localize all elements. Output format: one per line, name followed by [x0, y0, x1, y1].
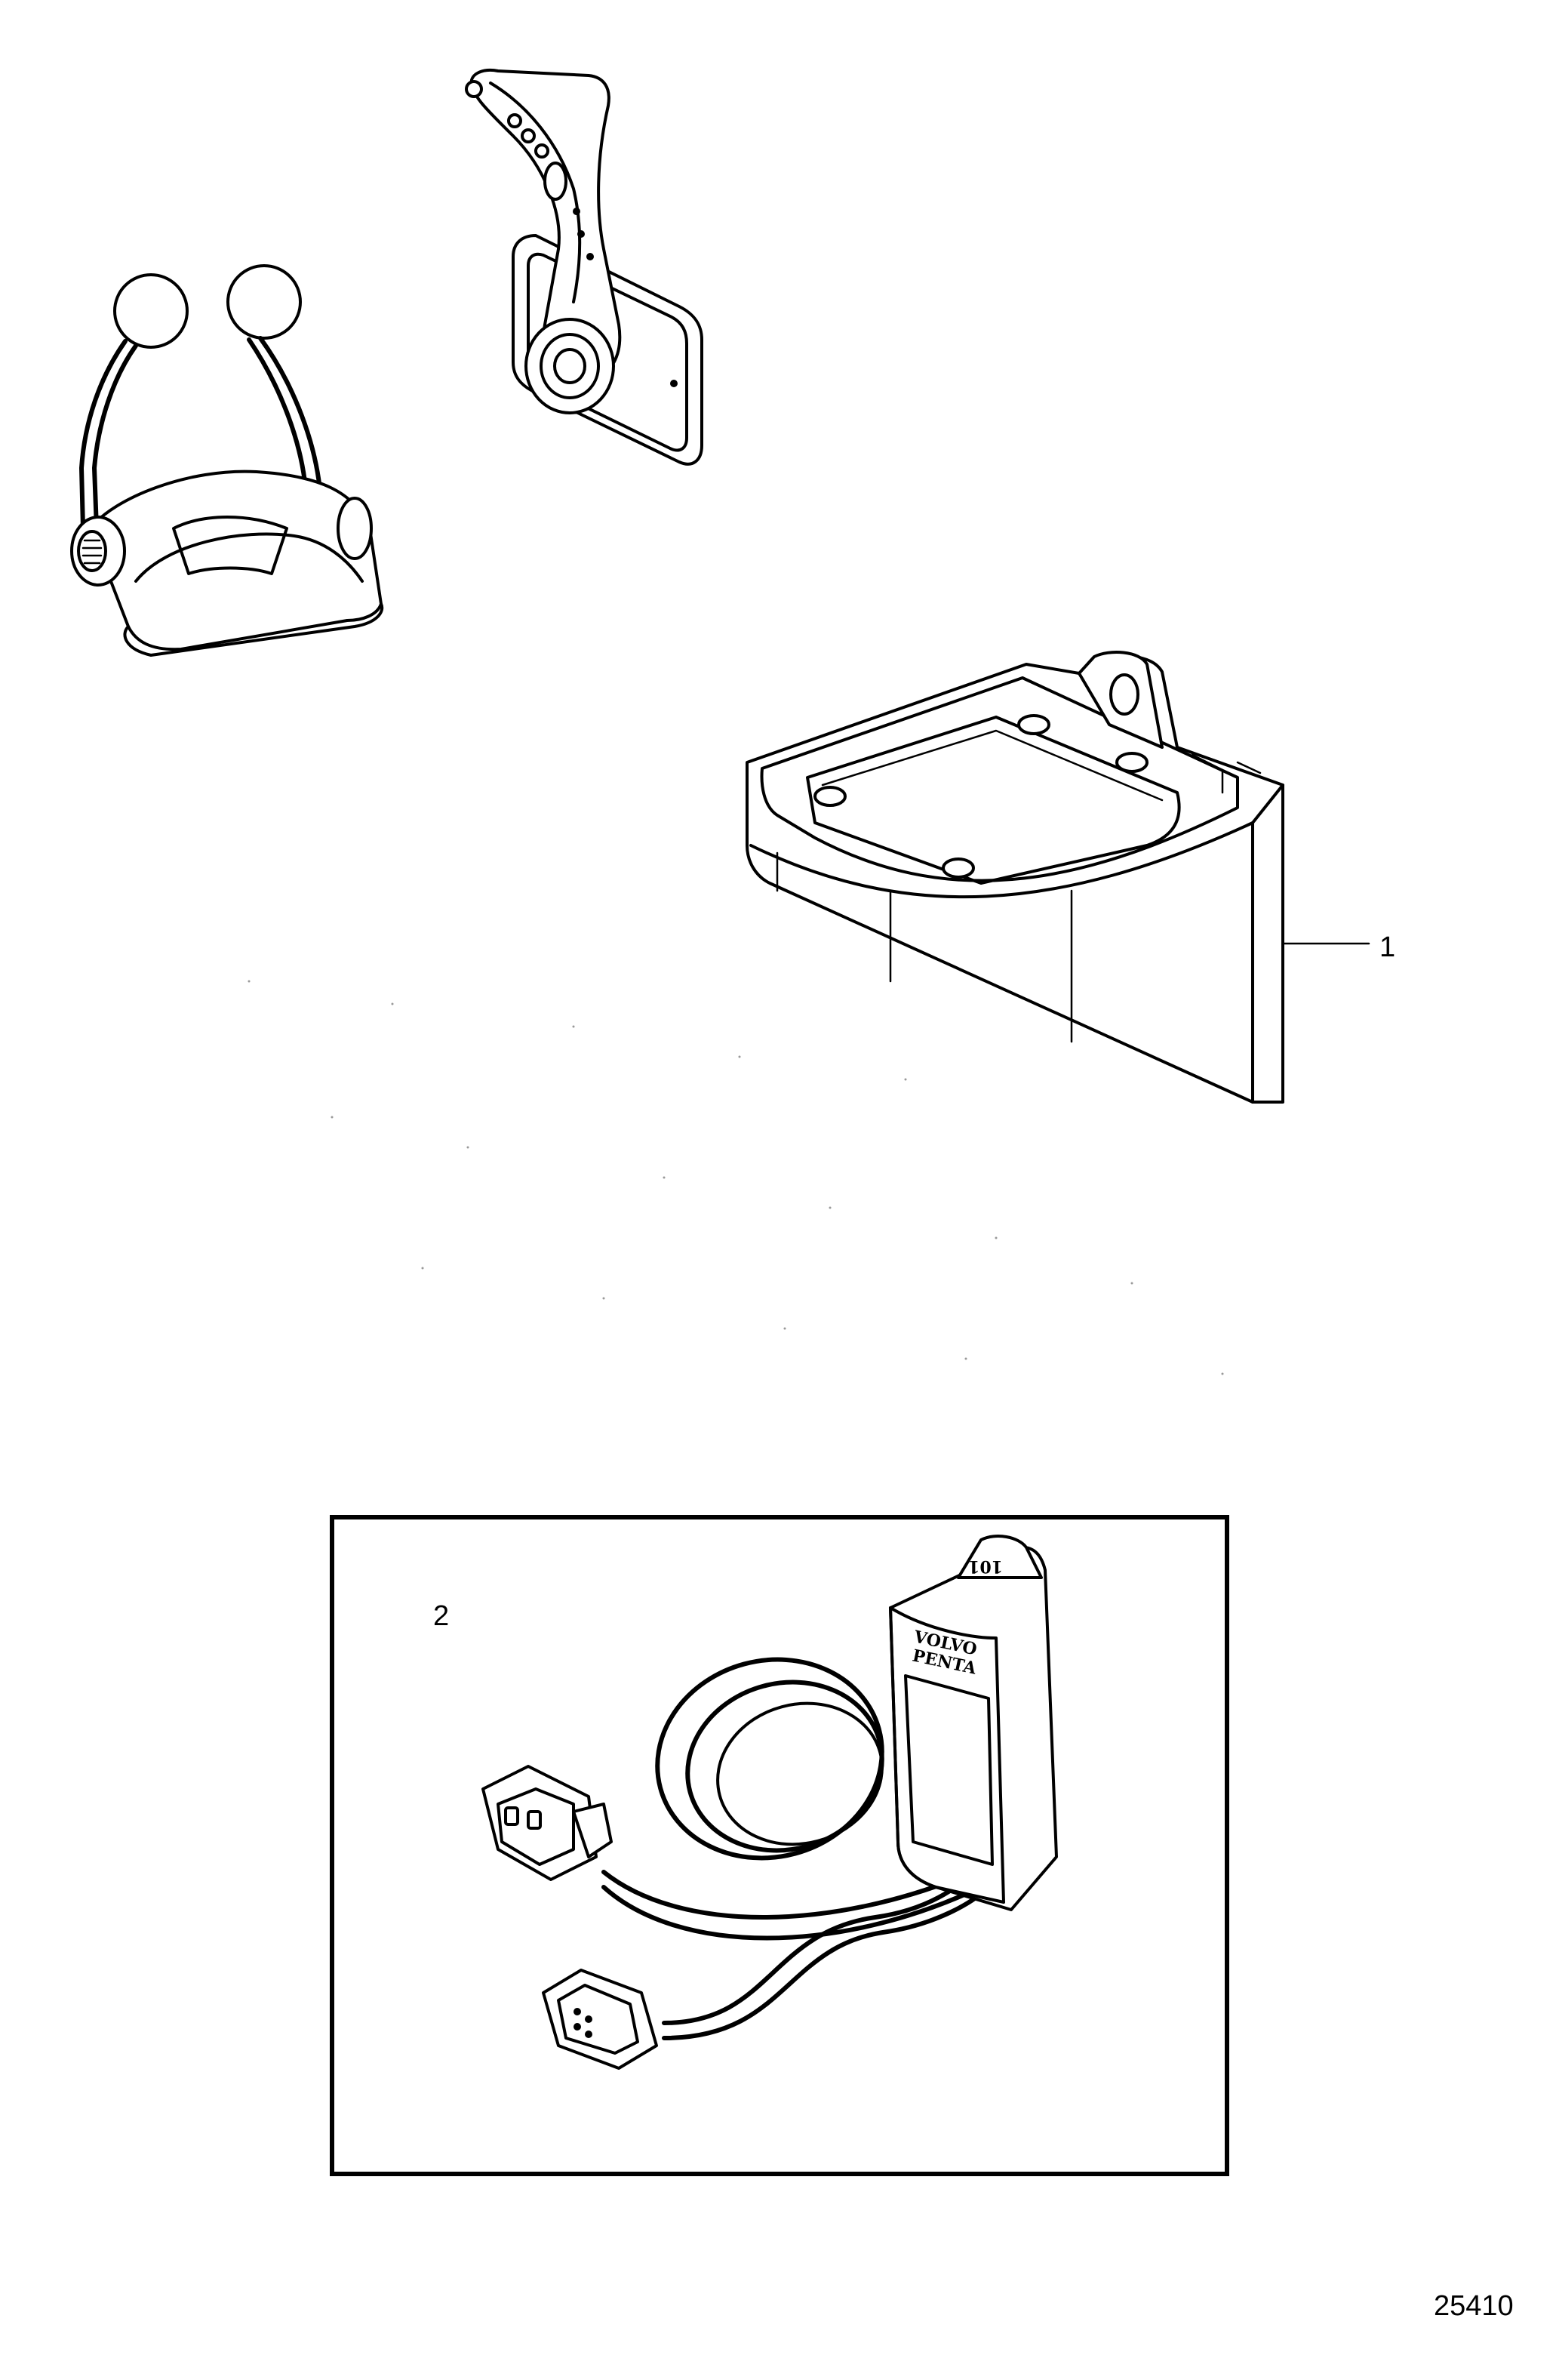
part-2-frame [330, 1515, 1229, 2176]
single-lever-control [465, 69, 703, 466]
mounting-bracket [746, 651, 1284, 1104]
twin-lever-control [70, 264, 384, 657]
control-module-harness: VOLVO PENTA 101 [481, 1535, 1058, 2070]
figure-number: 25410 [1434, 2290, 1514, 2322]
module-tab-mark: 101 [968, 1556, 1003, 1576]
callout-2: 2 [433, 1600, 450, 1632]
callout-1: 1 [1379, 931, 1396, 963]
stipple-texture [248, 980, 1224, 1375]
